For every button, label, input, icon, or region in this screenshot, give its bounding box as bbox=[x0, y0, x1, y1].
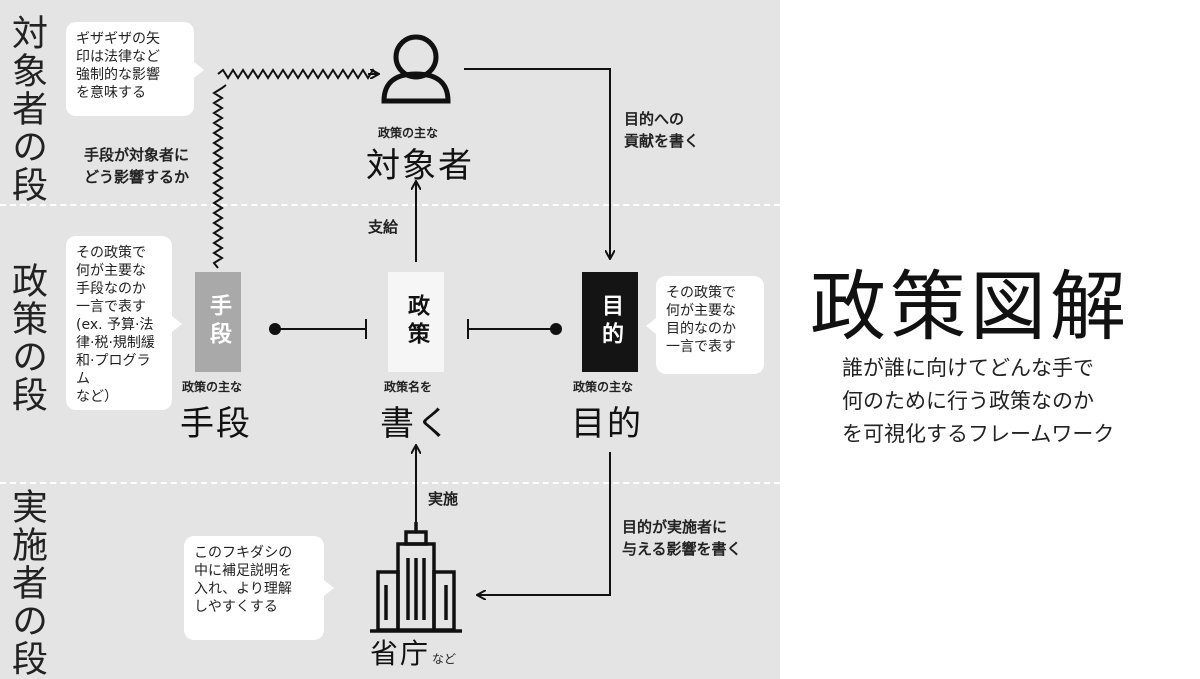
purpose-box: 目的 bbox=[582, 272, 638, 372]
target-label: 対象者 bbox=[366, 146, 474, 186]
purpose-label: 目的 bbox=[571, 404, 643, 444]
row-label-implementer: 実施者の段 bbox=[6, 488, 47, 678]
policy-caption: 政策名を bbox=[384, 380, 433, 394]
row-divider-bottom bbox=[0, 482, 780, 484]
jagged-arrow-bubble: ギザギザの矢 印は法律など 強制的な影響 を意味する bbox=[66, 22, 204, 116]
implement-label: 実施 bbox=[428, 490, 459, 508]
contribution-note: 目的への 貢献を書く bbox=[624, 110, 700, 150]
means-box: 手段 bbox=[195, 272, 241, 372]
ministry-label: 省庁 bbox=[370, 637, 431, 670]
means-bubble: その政策で 何が主要な 手段なのか 一言で表す (ex. 予算·法 律·税·規制… bbox=[66, 236, 182, 410]
ministry-suffix: など bbox=[432, 652, 457, 666]
building-icon bbox=[370, 522, 462, 633]
purpose-caption: 政策の主な bbox=[573, 380, 634, 394]
row-label-policy: 政策の段 bbox=[6, 262, 47, 414]
purpose-bubble: その政策で 何が主要な 目的なのか 一言で表す bbox=[646, 276, 764, 374]
means-caption: 政策の主な bbox=[182, 380, 243, 394]
means-effect-note: 手段が対象者に どう影響するか bbox=[84, 146, 190, 186]
framework-description: 誰が誰に向けてどんな手で 何のために行う政策なのか を可視化するフレームワーク bbox=[842, 356, 1115, 446]
policy-label: 書く bbox=[380, 404, 452, 444]
page-title: 政策図解 bbox=[810, 262, 1130, 351]
implementer-effect-note: 目的が実施者に 与える影響を書く bbox=[622, 518, 742, 558]
supply-label: 支給 bbox=[368, 218, 399, 236]
footnote-bubble: このフキダシの 中に補足説明を 入れ、より理解 しやすくする bbox=[184, 536, 334, 640]
row-divider-top bbox=[0, 204, 780, 206]
policy-box: 政策 bbox=[388, 272, 444, 372]
row-label-target: 対象者の段 bbox=[6, 14, 47, 204]
person-icon bbox=[381, 34, 451, 104]
diagram-connectors bbox=[212, 34, 780, 633]
target-caption: 政策の主な bbox=[378, 126, 439, 140]
means-label: 手段 bbox=[180, 404, 252, 444]
